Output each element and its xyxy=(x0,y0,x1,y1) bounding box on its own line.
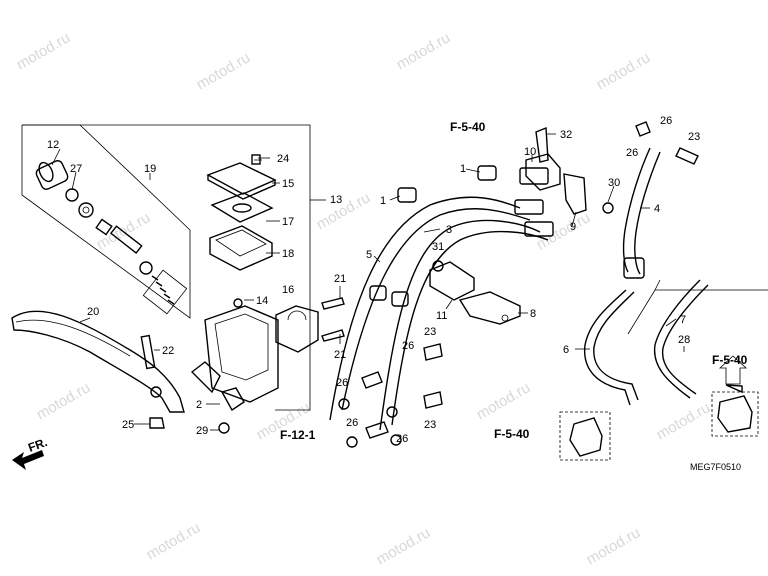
brake-lever xyxy=(11,310,230,434)
callout-leaders xyxy=(51,133,685,431)
watermark: motod.ru xyxy=(394,29,454,73)
watermark: motod.ru xyxy=(34,379,94,423)
ref-f121: F-12-1 xyxy=(280,428,316,442)
callout-17: 17 xyxy=(282,216,294,228)
hose-4 xyxy=(622,121,699,279)
ref-f540-right: F-5-40 xyxy=(712,353,748,367)
callout-9: 9 xyxy=(570,221,576,233)
ref-f540-top: F-5-40 xyxy=(450,120,486,134)
hose-fittings xyxy=(338,343,443,448)
callout-5: 5 xyxy=(366,249,372,261)
ref-f540-bottom: F-5-40 xyxy=(494,427,530,441)
callout-1-left: 1 xyxy=(380,195,386,207)
callout-11: 11 xyxy=(436,310,447,322)
callout-2: 2 xyxy=(196,399,202,411)
callout-25: 25 xyxy=(122,419,134,431)
callout-15: 15 xyxy=(282,178,294,190)
brake-pipes xyxy=(583,279,768,406)
callout-26-mid: 26 xyxy=(402,340,414,352)
callout-23-low: 23 xyxy=(424,419,436,431)
direction-label: FR. xyxy=(26,435,49,455)
callout-16: 16 xyxy=(282,284,294,296)
callout-31: 31 xyxy=(432,241,444,253)
upper-bracket-parts xyxy=(525,126,614,215)
callout-3: 3 xyxy=(446,224,452,236)
callout-26-bottom: 26 xyxy=(396,433,408,445)
callout-20: 20 xyxy=(87,306,99,318)
callout-13: 13 xyxy=(330,194,342,206)
callout-28: 28 xyxy=(678,334,690,346)
callout-21-lower: 21 xyxy=(334,349,346,361)
callout-22: 22 xyxy=(162,345,174,357)
watermark: motod.ru xyxy=(144,519,204,563)
callout-29: 29 xyxy=(196,425,208,437)
callout-26-bottom-left: 26 xyxy=(346,417,358,429)
callout-27: 27 xyxy=(70,163,82,175)
watermark: motod.ru xyxy=(194,49,254,93)
watermark: motod.ru xyxy=(594,49,654,93)
callout-4: 4 xyxy=(654,203,660,215)
callout-23-mid: 23 xyxy=(424,326,436,338)
callout-21-upper: 21 xyxy=(334,273,346,285)
callout-26-left: 26 xyxy=(336,377,348,389)
watermark-layer: motod.ru motod.ru motod.ru motod.ru moto… xyxy=(14,29,714,568)
brake-hoses xyxy=(329,165,554,431)
callout-12: 12 xyxy=(47,139,59,151)
callout-23-top: 23 xyxy=(688,131,700,143)
caliper-connection-boxes xyxy=(559,355,759,461)
callout-30: 30 xyxy=(608,177,620,189)
watermark: motod.ru xyxy=(654,399,714,443)
holder-and-bolts xyxy=(275,297,345,353)
callout-7: 7 xyxy=(680,314,686,326)
callout-14: 14 xyxy=(256,295,268,307)
callout-32: 32 xyxy=(560,129,572,141)
hose-brackets xyxy=(429,260,521,325)
callout-8: 8 xyxy=(530,308,536,320)
watermark: motod.ru xyxy=(314,189,374,233)
callout-26-top-left: 26 xyxy=(626,147,638,159)
callout-1-top: 1 xyxy=(460,163,466,175)
watermark: motod.ru xyxy=(584,524,644,568)
watermark: motod.ru xyxy=(534,209,594,253)
callout-numbers: 12 27 19 24 15 13 17 18 14 16 21 21 20 2… xyxy=(47,115,700,445)
watermark: motod.ru xyxy=(374,524,434,568)
callout-10: 10 xyxy=(524,146,536,158)
piston-kit xyxy=(35,160,188,315)
reference-labels: F-5-40 F-5-40 F-5-40 F-12-1 MEG7F0510 xyxy=(280,120,748,472)
watermark: motod.ru xyxy=(474,379,534,423)
callout-18: 18 xyxy=(282,248,294,260)
callout-24: 24 xyxy=(277,153,289,165)
reservoir-cap-stack xyxy=(206,154,277,271)
callout-6: 6 xyxy=(563,344,569,356)
watermark: motod.ru xyxy=(14,29,74,73)
master-cylinder-body xyxy=(190,298,279,412)
callout-19: 19 xyxy=(144,163,156,175)
diagram-code: MEG7F0510 xyxy=(690,462,741,472)
direction-indicator: FR. xyxy=(12,435,49,470)
callout-26-top-right: 26 xyxy=(660,115,672,127)
master-cylinder-group-outline xyxy=(21,124,326,411)
